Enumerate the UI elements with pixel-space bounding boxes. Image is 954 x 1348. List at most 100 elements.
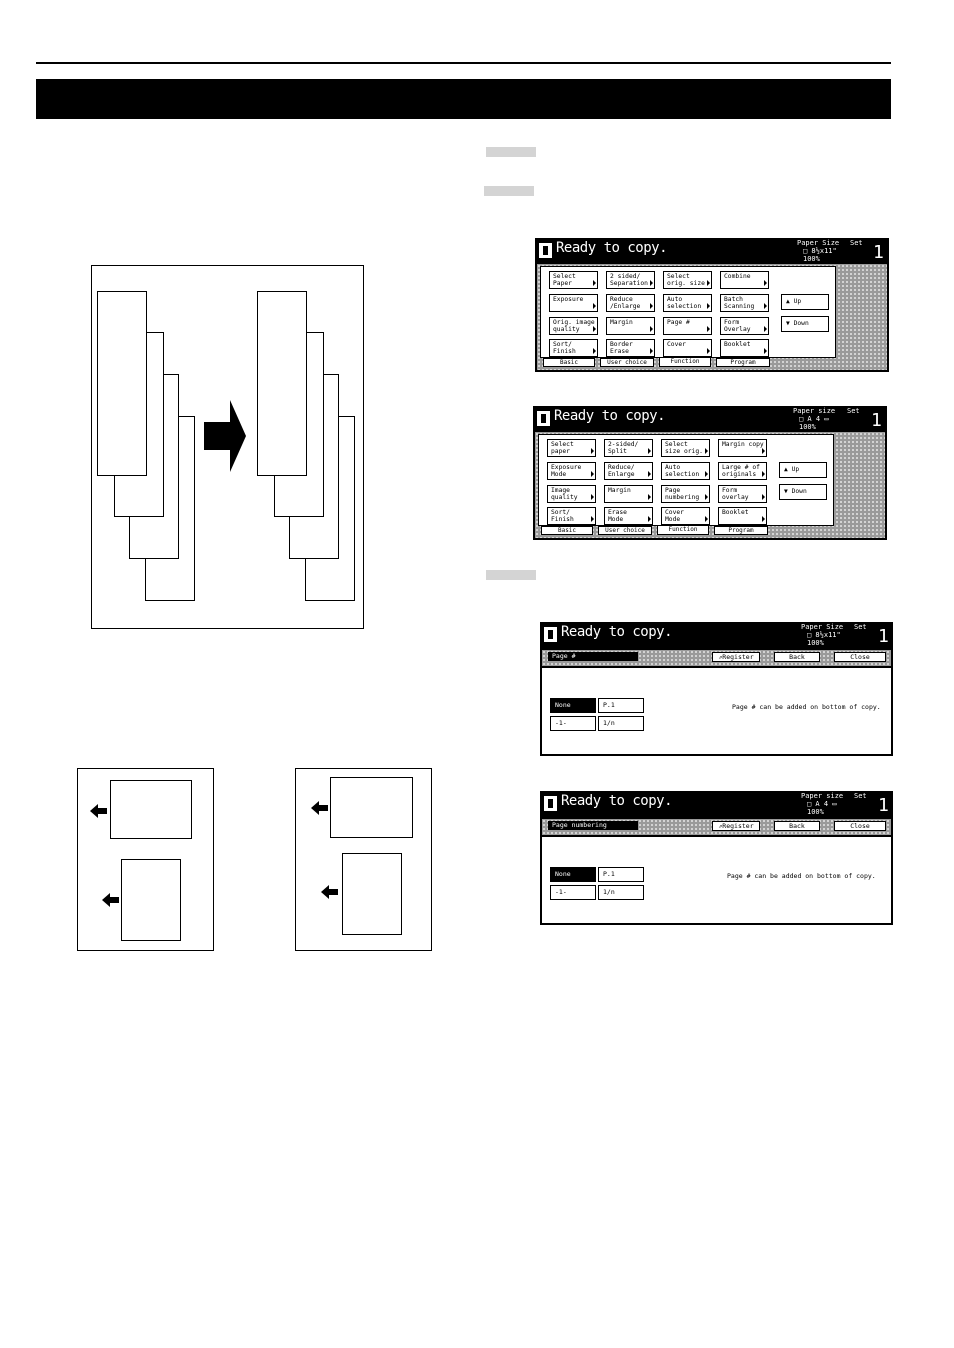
- settings-area: None P.1 -1- 1/n Page # can be added on …: [542, 668, 891, 754]
- option-none[interactable]: None: [550, 698, 596, 713]
- register-button[interactable]: ⇗Register: [712, 652, 760, 662]
- register-icon: ⇗: [718, 822, 723, 830]
- up-button[interactable]: ▲ Up: [779, 462, 827, 478]
- cover-mode-button[interactable]: Cover Mode: [661, 507, 710, 525]
- register-label: Register: [722, 653, 754, 661]
- option-1-of-n[interactable]: 1/n: [598, 716, 644, 731]
- image-quality-button[interactable]: Image quality: [547, 485, 596, 503]
- select-paper-button[interactable]: Select paper: [547, 439, 596, 457]
- exposure-button[interactable]: Exposure: [549, 294, 598, 312]
- tab-basic[interactable]: Basic: [541, 526, 593, 535]
- two-sided-split-button[interactable]: 2-sided/ Split: [604, 439, 653, 457]
- select-paper-button[interactable]: Select Paper: [549, 271, 598, 289]
- copy-count: 1: [873, 242, 884, 263]
- copy-count: 1: [878, 626, 889, 647]
- info-message: Page # can be added on bottom of copy.: [727, 872, 876, 880]
- back-button[interactable]: Back: [774, 821, 820, 831]
- form-overlay-button[interactable]: Form Overlay: [720, 317, 769, 335]
- register-button[interactable]: ⇗Register: [712, 821, 760, 831]
- copier-icon: [544, 796, 557, 811]
- sort-finish-button[interactable]: Sort/ Finish: [547, 507, 596, 525]
- step-marker-1: [486, 147, 536, 157]
- orientation-illustration-b: [295, 768, 432, 951]
- booklet-button[interactable]: Booklet: [718, 507, 767, 525]
- tab-function[interactable]: Function: [659, 357, 711, 367]
- paper-size-label: Paper Size: [801, 623, 844, 631]
- panel-header: Ready to copy. Paper Size □ 8½x11" 100% …: [535, 238, 889, 263]
- copy-count: 1: [878, 795, 889, 816]
- tab-basic[interactable]: Basic: [543, 358, 595, 367]
- tab-program[interactable]: Program: [716, 358, 770, 367]
- auto-selection-button[interactable]: Auto selection: [661, 462, 710, 480]
- portrait-page: [121, 859, 181, 941]
- tab-user-choice[interactable]: User choice: [600, 358, 654, 367]
- option-p1[interactable]: P.1: [598, 698, 644, 713]
- status-title: Ready to copy.: [556, 240, 668, 256]
- step-marker-2: [484, 186, 534, 196]
- panel-body: Select paper 2-sided/ Split Select size …: [535, 432, 885, 538]
- zoom-value: 100%: [807, 639, 824, 647]
- copy-sheet-1: [257, 291, 307, 476]
- right-arrow-icon: [204, 400, 246, 472]
- margin-copy-button[interactable]: Margin copy: [718, 439, 767, 457]
- option-1-of-n[interactable]: 1/n: [598, 885, 644, 900]
- paper-size-readout: Paper Size □ 8½x11" 100%: [797, 239, 839, 263]
- reduce-enlarge-button[interactable]: Reduce /Enlarge: [606, 294, 655, 312]
- erase-mode-button[interactable]: Erase Mode: [604, 507, 653, 525]
- left-arrow-icon: [102, 893, 119, 907]
- batch-scanning-button[interactable]: Batch Scanning: [720, 294, 769, 312]
- function-name: Page #: [548, 652, 638, 661]
- close-button[interactable]: Close: [834, 652, 886, 662]
- register-label: Register: [722, 822, 754, 830]
- booklet-button[interactable]: Booklet: [720, 339, 769, 357]
- copier-icon: [544, 627, 557, 642]
- option-none[interactable]: None: [550, 867, 596, 882]
- page-number-button[interactable]: Page #: [663, 317, 712, 335]
- back-button[interactable]: Back: [774, 652, 820, 662]
- top-rule: [36, 62, 891, 64]
- original-sheet-1: [97, 291, 147, 476]
- portrait-page: [342, 853, 402, 935]
- auto-selection-button[interactable]: Auto selection: [663, 294, 712, 312]
- paper-size-label: Paper size: [801, 792, 844, 800]
- function-bar: Page # ⇗Register Back Close: [542, 650, 891, 666]
- border-erase-button[interactable]: Border Erase: [606, 339, 655, 357]
- zoom-value: 100%: [807, 808, 824, 816]
- select-orig-size-button[interactable]: Select orig. size: [663, 271, 712, 289]
- down-button[interactable]: ▼ Down: [781, 316, 829, 332]
- tab-function[interactable]: Function: [657, 525, 709, 535]
- paper-size-value: □ A 4 ▭: [799, 415, 829, 423]
- status-title: Ready to copy.: [554, 408, 666, 424]
- page-numbering-button[interactable]: Page numbering: [661, 485, 710, 503]
- paper-size-value: □ 8½x11": [803, 247, 837, 255]
- function-menu: Select Paper 2 sided/ Separation Select …: [540, 266, 836, 358]
- large-originals-button[interactable]: Large # of originals: [718, 462, 767, 480]
- up-button[interactable]: ▲ Up: [781, 294, 829, 310]
- two-sided-button[interactable]: 2 sided/ Separation: [606, 271, 655, 289]
- combine-button[interactable]: Combine: [720, 271, 769, 289]
- reduce-enlarge-button[interactable]: Reduce/ Enlarge: [604, 462, 653, 480]
- tab-program[interactable]: Program: [714, 526, 768, 535]
- image-quality-button[interactable]: Orig. image quality: [549, 317, 598, 335]
- up-arrow-icon: ▲: [784, 466, 792, 473]
- status-title: Ready to copy.: [561, 793, 673, 809]
- up-arrow-icon: ▲: [786, 298, 794, 305]
- margin-button[interactable]: Margin: [606, 317, 655, 335]
- close-button[interactable]: Close: [834, 821, 886, 831]
- option-p1[interactable]: P.1: [598, 867, 644, 882]
- sort-finish-button[interactable]: Sort/ Finish: [549, 339, 598, 357]
- down-button[interactable]: ▼ Down: [779, 484, 827, 500]
- panel-body: Select Paper 2 sided/ Separation Select …: [537, 264, 887, 370]
- copy-count: 1: [871, 410, 882, 431]
- option-dash[interactable]: -1-: [550, 716, 596, 731]
- paper-size-label: Paper Size: [797, 239, 840, 247]
- cover-button[interactable]: Cover: [663, 339, 712, 357]
- option-dash[interactable]: -1-: [550, 885, 596, 900]
- exposure-mode-button[interactable]: Exposure Mode: [547, 462, 596, 480]
- form-overlay-button[interactable]: Form overlay: [718, 485, 767, 503]
- tab-user-choice[interactable]: User choice: [598, 526, 652, 535]
- panel-header: Ready to copy. Paper size □ A 4 ▭ 100% S…: [540, 791, 893, 816]
- settings-area: None P.1 -1- 1/n Page # can be added on …: [542, 837, 891, 923]
- select-size-orig-button[interactable]: Select size orig.: [661, 439, 710, 457]
- margin-button[interactable]: Margin: [604, 485, 653, 503]
